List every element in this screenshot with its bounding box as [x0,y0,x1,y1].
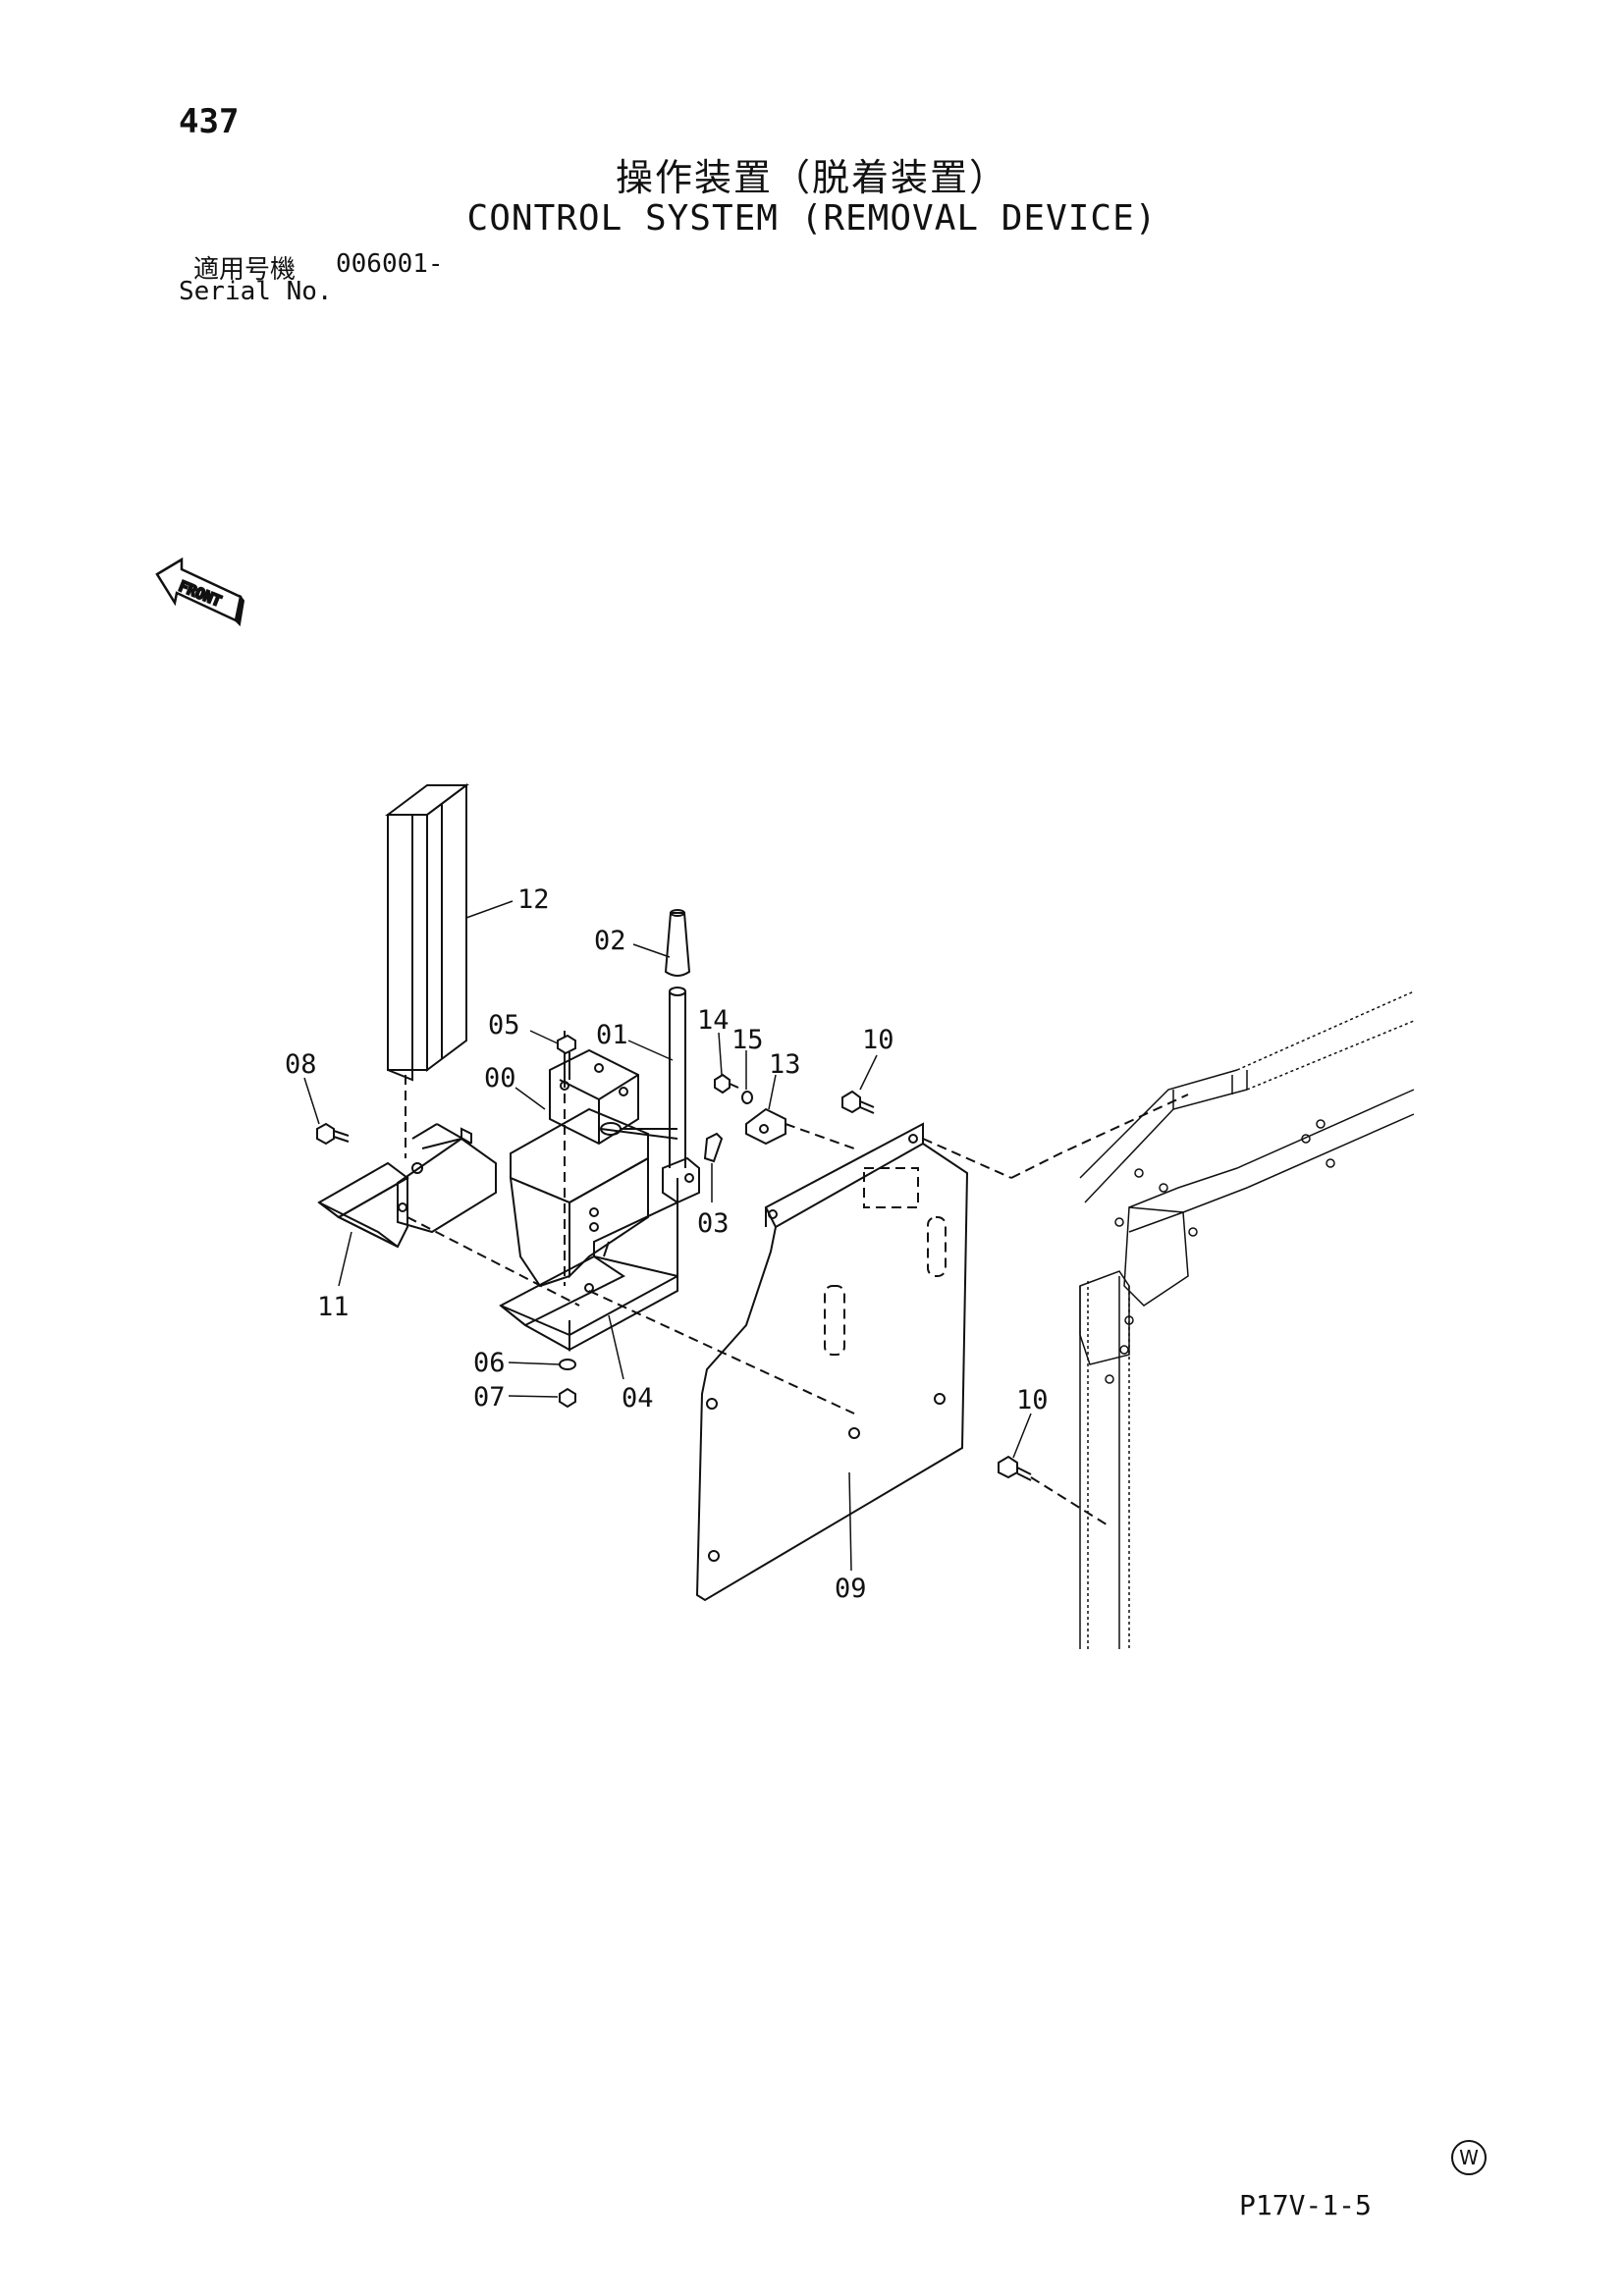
w-mark-icon: W [1451,2140,1487,2175]
part-00-valve [509,1031,678,1288]
callout-12: 12 [517,884,550,915]
part-13-block [745,1107,855,1149]
part-03-pin [703,1132,724,1163]
callout-09: 09 [835,1574,867,1604]
callout-10-lower: 10 [1016,1385,1049,1415]
part-09-panel [695,1122,969,1602]
part-12-cover [385,783,469,1158]
part-11-bracket [317,1123,580,1307]
callout-00: 00 [484,1063,516,1094]
serial-label-english: Serial No. [179,277,333,306]
callout-labels: 12 02 05 01 14 15 13 10 08 00 03 11 06 0… [285,884,1049,1604]
part-01-lever [662,987,700,1204]
callout-06: 06 [473,1348,506,1378]
part-10-bolt-lower [998,1455,1110,1527]
callout-04: 04 [622,1383,654,1414]
callout-11: 11 [317,1292,350,1322]
callout-14: 14 [697,1005,730,1036]
page-number: 437 [179,102,240,141]
callout-10: 10 [862,1025,894,1055]
part-15-washer [741,1091,753,1104]
part-04-bracket [499,1201,855,1415]
callout-03: 03 [697,1208,730,1239]
title-japanese: 操作装置（脱着装置） [615,156,1008,199]
callout-01: 01 [596,1020,628,1050]
callout-13: 13 [769,1049,801,1080]
figure-code: P17V-1-5 [1239,2189,1372,2221]
front-arrow-icon: FRONT [155,557,245,627]
part-06-washer [559,1359,576,1370]
callout-08: 08 [285,1049,317,1080]
serial-label-japanese: 適用号機 [193,255,297,285]
part-10-bolt [841,1090,1189,1179]
part-08-bolt [316,1122,350,1146]
serial-value: 006001- [336,249,444,279]
callout-leaders [303,900,1032,1572]
part-05-bolt [557,1034,576,1080]
part-07-nut [559,1387,576,1409]
part-14-bolt [714,1073,739,1095]
machine-frame [1079,990,1415,1649]
callout-05: 05 [488,1010,520,1041]
title-english: CONTROL SYSTEM (REMOVAL DEVICE) [466,198,1158,239]
callout-07: 07 [473,1382,506,1413]
callout-15: 15 [731,1025,764,1055]
callout-02: 02 [594,926,626,956]
part-02-grip [664,909,691,977]
